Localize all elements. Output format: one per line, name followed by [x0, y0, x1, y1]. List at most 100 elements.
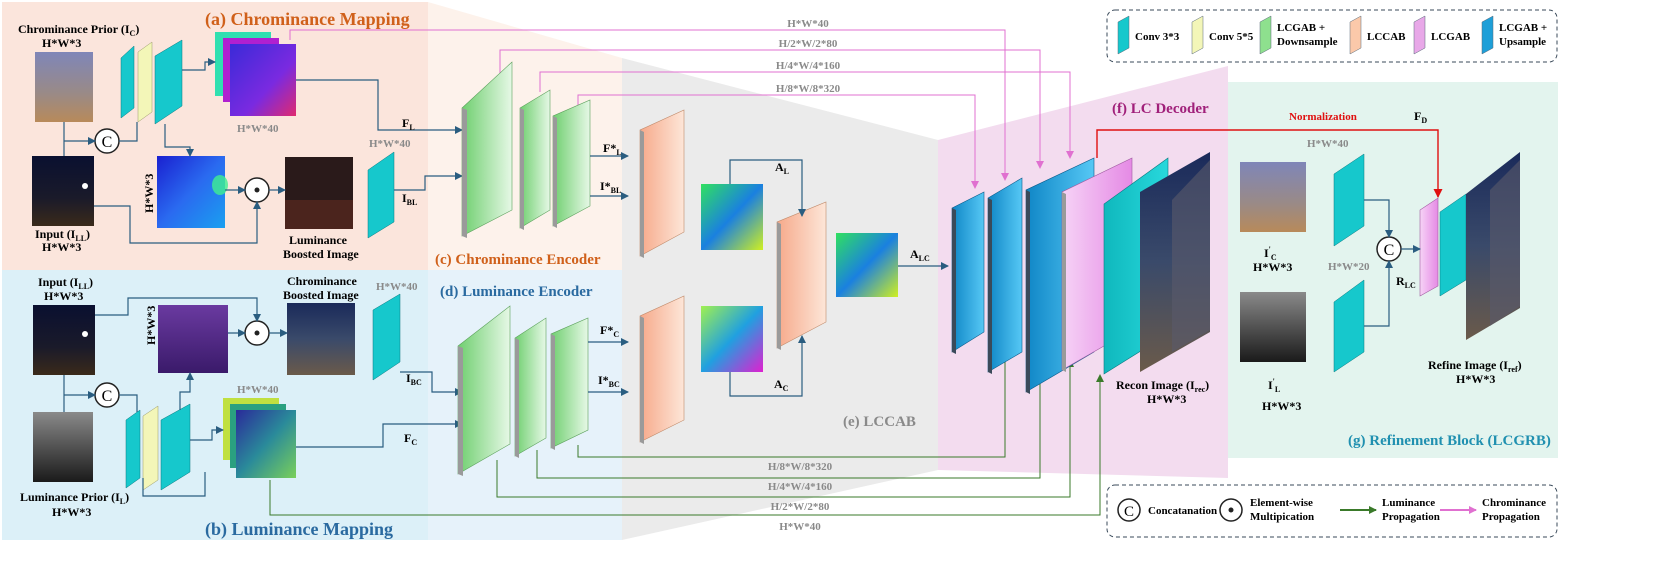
legend-label: LCGAB [1431, 31, 1471, 43]
Ic-label: I'C [1264, 245, 1277, 262]
lum-input-label: Input (ILL) [38, 275, 93, 291]
heatmap-hotspot [212, 175, 228, 195]
RLC-label: RLC [1396, 274, 1416, 290]
recon-label: Recon Image (Irec) [1116, 378, 1209, 394]
refine-dim: H*W*3 [1456, 372, 1495, 386]
refine-title: (g) Refinement Block (LCGRB) [1348, 433, 1551, 449]
lum-boosted-label-1: Luminance [289, 233, 348, 247]
enc-side [640, 316, 644, 444]
enc-side [553, 116, 557, 228]
top-dim-1: H*W*40 [787, 18, 829, 30]
lum-heatmap [158, 305, 228, 373]
IBL-label: IBL [402, 191, 417, 207]
input-dim: H*W*3 [42, 240, 81, 254]
legend-item: LCGAB + Upsample [1481, 15, 1547, 55]
legend-item: Conv 3*3 [1117, 15, 1180, 55]
feature-map [236, 410, 296, 478]
lum-mapping: Input (ILL) H*W*3 C Luminance Prior (IL)… [20, 274, 463, 519]
street-light [82, 331, 88, 337]
legend-label: Downsample [1277, 36, 1338, 48]
bottom-dim-1: H/8*W/8*320 [768, 461, 833, 473]
conv3-block [372, 293, 401, 381]
concat-icon [1117, 498, 1141, 522]
AL-attention-map [701, 184, 763, 250]
chroma-mapping: Chrominance Prior (IC) H*W*3 H*W*40 C In… [18, 22, 463, 261]
legend-label: Multipication [1250, 511, 1314, 523]
bottom-dim-2: H/4*W/4*160 [768, 481, 833, 493]
legend-label: LCGAB + [1277, 22, 1325, 34]
bottom-dim-4: H*W*40 [779, 521, 821, 533]
enc-side [988, 198, 992, 374]
section-titles: (a) Chrominance Mapping (b) Luminance Ma… [205, 9, 1551, 540]
conv3-block [154, 39, 183, 125]
legend-swatch [1259, 15, 1272, 55]
concat-symbol: C [1124, 504, 1134, 520]
AC-attention-map [701, 306, 763, 372]
skip-dimension-labels: H*W*40 H/2*W/2*80 H/4*W/4*160 H/8*W/8*32… [768, 18, 841, 533]
legend-item: LCCAB [1349, 15, 1406, 55]
conv3-block [120, 45, 135, 119]
legend-label: LCGAB + [1499, 22, 1547, 34]
feature-map [230, 44, 296, 116]
legend-swatch [1413, 15, 1426, 55]
legend-label: Luminance [1382, 497, 1435, 509]
legend-swatch [1349, 15, 1362, 55]
lcgab-block [1419, 197, 1439, 297]
FstarC-label: F*C [600, 323, 619, 339]
chroma-boosted-image [287, 303, 355, 375]
enc-side [515, 338, 519, 458]
lcgab-downsample-block [550, 317, 589, 449]
top-dim-2: H/2*W/2*80 [779, 38, 838, 50]
encoder-inputs: FL H*W*40 IBL H*W*40 IBC FC [367, 116, 463, 447]
refine-dim-20: H*W*20 [1328, 261, 1370, 273]
conv5-block [142, 405, 159, 491]
lcgab-upsample-block [987, 177, 1023, 373]
enc-side [462, 108, 467, 238]
top-dim-3: H/4*W/4*160 [776, 60, 841, 72]
refinement-block: H*W*40 I'C H*W*3 H*W*20 I'L H*W*3 C RLC … [1240, 138, 1522, 413]
conv3-block [1333, 153, 1365, 247]
chroma-prior-label: Chrominance Prior (IC) [18, 22, 139, 38]
legend-top: Conv 3*3 Conv 5*5 LCGAB + Downsample LCCAB LC… [1106, 9, 1558, 63]
chroma-boosted-label-1: Chrominance [287, 274, 357, 288]
multiply-dot [254, 187, 260, 193]
legend-swatch [1191, 15, 1204, 55]
lum-enc-dim: H*W*40 [369, 138, 411, 150]
lcgab-downsample-block [514, 317, 547, 457]
AC-label: AC [774, 377, 789, 393]
lccab-block [639, 295, 685, 443]
enc-side [458, 346, 463, 476]
chroma-mapping-title: (a) Chrominance Mapping [205, 9, 410, 30]
conv5-block [137, 41, 153, 123]
multiply-dot [1228, 507, 1234, 513]
skip-connections-bottom [269, 337, 1104, 516]
normalization-label: Normalization [1289, 111, 1357, 123]
enc-side [952, 208, 956, 354]
feature-dim: H*W*40 [237, 123, 279, 135]
lccab: AL AC ALC [639, 109, 949, 444]
legend-label: Propagation [1382, 511, 1440, 523]
chroma-boosted-label-2: Boosted Image [283, 288, 359, 302]
IstarBL-label: I*BL [600, 179, 621, 195]
refine-image-building [1490, 160, 1520, 326]
enc-side [777, 222, 781, 350]
input-image [32, 156, 94, 226]
lum-mapping-title: (b) Luminance Mapping [205, 519, 393, 540]
FL-label: FL [402, 116, 415, 132]
legend-label: Conv 3*3 [1135, 31, 1180, 43]
lum-prior-label: Luminance Prior (IL) [20, 490, 129, 506]
legend-label: Upsample [1499, 36, 1546, 48]
conv3-block [125, 409, 141, 489]
FstarL-label: F*L [603, 141, 622, 157]
chroma-prior-dim: H*W*3 [42, 36, 81, 50]
conv3-block [1439, 193, 1467, 297]
enc-side [1062, 192, 1066, 372]
lum-encoder: F*C I*BC [457, 305, 629, 476]
lum-input-dim: H*W*3 [44, 289, 83, 303]
legend-item: Conv 5*5 [1191, 15, 1254, 55]
lum-heatmap-dim: H*W*3 [144, 306, 158, 345]
street-light [82, 183, 88, 189]
